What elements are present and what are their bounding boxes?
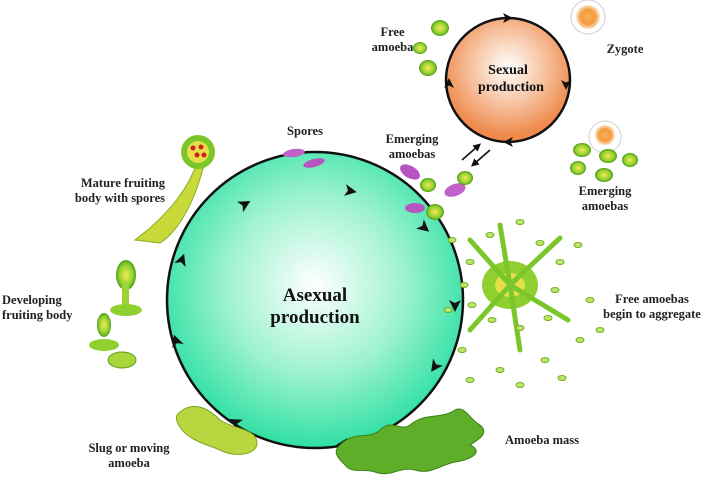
cycle-arrow [174,253,186,268]
asexual-cycle-title: Asexual production [270,285,360,328]
label-slug: Slug or moving amoeba [88,441,170,470]
label-developing-fruiting-body: Developing fruiting body [2,293,73,322]
cycle-arrow [561,80,571,90]
arrow-to-sexual [461,143,482,161]
cycle-arrow [416,219,430,232]
asexual-cycle [165,150,465,450]
zygote-illustration [570,0,606,35]
label-emerging-amoebas-left: Emerging amoebas [385,132,439,161]
sexual-cycle-title: Sexual production [478,63,544,95]
free-amoeba-illustration [413,20,449,76]
emerging-amoebas-right-illustration [570,120,638,182]
slug-illustration [175,406,258,455]
label-emerging-amoebas-right: Emerging amoebas [578,184,632,213]
emerging-amoebas-left-illustration [400,164,473,220]
cycle-arrow [449,300,461,312]
sexual-cycle-arrows [444,13,571,147]
cycle-arrow [343,184,357,196]
label-free-amoeba: Free amoeba [371,25,414,54]
cycle-arrow [229,419,243,431]
label-amoeba-mass: Amoeba mass [505,433,579,447]
developing-fruiting-body-illustration [89,260,142,369]
mature-fruiting-body-illustration [133,135,215,244]
cycle-arrow [172,334,184,349]
transition-arrows [461,143,491,167]
cycle-arrow [503,13,513,23]
label-zygote: Zygote [606,42,644,56]
label-mature-fruiting-body: Mature fruiting body with spores [74,176,165,205]
cycle-arrow [237,201,251,213]
label-spores: Spores [287,124,323,138]
arrow-from-sexual [470,149,491,167]
cycle-arrow [503,137,513,147]
cycle-arrow [431,358,443,372]
sexual-cycle [444,13,572,147]
label-free-amoebas-aggregate: Free amoebas begin to aggregate [603,292,701,321]
aggregation-illustration [443,219,605,388]
spores-illustration [283,148,325,168]
asexual-cycle-circle [165,150,465,450]
cycle-arrow [444,78,454,88]
amoeba-mass-illustration [335,408,485,475]
